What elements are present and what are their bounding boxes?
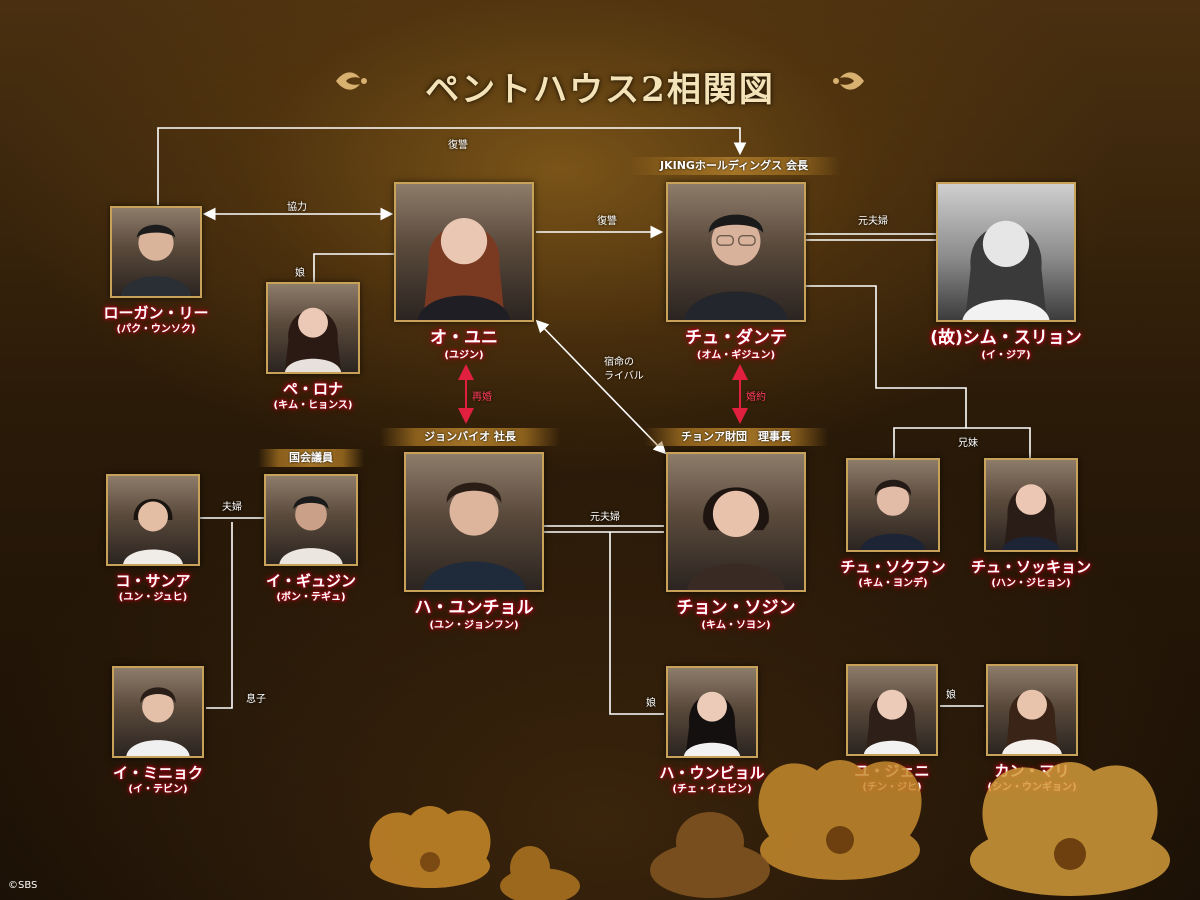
label-revenge-top: 復讐 (448, 140, 468, 151)
portrait-eunbyeol (666, 666, 758, 758)
name-rona: ペ・ロナ(キム・ヒョンス) (273, 380, 353, 411)
label-former-couple-top: 元夫婦 (858, 216, 888, 227)
portrait-yuncheol (404, 452, 544, 592)
person-silhouette-icon (863, 689, 921, 754)
banner-kokkai: 国会議員 (258, 449, 364, 467)
name-seokhun: チュ・ソクフン(キム・ヨンデ) (840, 558, 946, 589)
portrait-sojin (666, 452, 806, 592)
name-eunbyeol: ハ・ウンビョル(チェ・イェビン) (659, 764, 765, 795)
copyright: ©SBS (8, 880, 38, 891)
person-silhouette-icon (962, 220, 1050, 320)
person-silhouette-icon (1002, 484, 1060, 550)
person-silhouette-icon (417, 218, 511, 320)
portrait-yuni (394, 182, 534, 322)
label-son: 息子 (246, 694, 266, 705)
portrait-mari (986, 664, 1078, 756)
label-jenny-daughter: 娘 (946, 690, 956, 701)
person-silhouette-icon (123, 498, 183, 564)
portrait-sanga (106, 474, 200, 566)
name-gyujin: イ・ギュジン(ボン・テギュ) (265, 572, 356, 603)
person-silhouette-icon (284, 307, 342, 372)
ornament-right-icon (833, 72, 864, 90)
line-son (206, 522, 233, 709)
label-rivals: 宿命の ライバル (604, 357, 644, 382)
person-silhouette-icon (683, 691, 741, 756)
label-cooperation: 協力 (287, 202, 307, 213)
person-silhouette-icon (860, 479, 926, 550)
name-sojin: チョン・ソジン(キム・ソヨン) (676, 598, 796, 631)
name-suryeon: (故)シム・スリョン(イ・ジア) (930, 328, 1082, 361)
portrait-seokhun (846, 458, 940, 552)
portrait-seokkyung (984, 458, 1078, 552)
portrait-dante (666, 182, 806, 322)
portrait-gyujin (264, 474, 358, 566)
label-former-couple-mid: 元夫婦 (590, 512, 620, 523)
name-yuncheol: ハ・ユンチョル(ユン・ジョンフン) (414, 598, 534, 631)
name-seokkyung: チュ・ソッキョン(ハン・ジヒョン) (970, 558, 1091, 589)
name-dante: チュ・ダンテ(オム・ギジュン) (685, 328, 787, 361)
portrait-minhyuk (112, 666, 204, 758)
label-revenge-mid: 復讐 (597, 216, 617, 227)
banner-jungbio: ジョンバイオ 社長 (380, 428, 560, 446)
label-remarriage: 再婚 (472, 392, 492, 403)
portrait-logan (110, 206, 202, 298)
person-silhouette-icon (687, 487, 785, 590)
flower-decoration-icon (650, 760, 1170, 898)
label-couple: 夫婦 (222, 502, 242, 513)
label-siblings: 兄妹 (958, 438, 978, 449)
chart-title: ペントハウス2相関図 (425, 70, 775, 110)
label-eunbyeol-daughter: 娘 (646, 698, 656, 709)
portrait-jenny (846, 664, 938, 756)
person-silhouette-icon (684, 214, 788, 320)
portrait-rona (266, 282, 360, 374)
portrait-suryeon (936, 182, 1076, 322)
person-silhouette-icon (1002, 689, 1062, 754)
name-yuni: オ・ユニ(ユジン) (430, 328, 498, 361)
name-sanga: コ・サンア(ユン・ジュヒ) (115, 572, 191, 603)
banner-cheonga: チョンア財団 理事長 (644, 428, 828, 446)
label-rona-daughter: 娘 (295, 268, 305, 279)
ornament-left-icon (336, 72, 367, 90)
line-eunbyeol-daughter (609, 532, 664, 715)
name-minhyuk: イ・ミニョク(イ・テビン) (112, 764, 203, 795)
label-engagement: 婚約 (746, 392, 766, 403)
person-silhouette-icon (126, 687, 190, 756)
person-silhouette-icon (279, 496, 343, 564)
line-revenge-top (157, 127, 747, 205)
name-logan: ローガン・リー(パク・ウンソク) (103, 304, 209, 335)
flower-decoration-icon (369, 806, 580, 900)
person-silhouette-icon (422, 482, 526, 590)
person-silhouette-icon (120, 224, 192, 296)
line-rona-daughter (313, 253, 394, 282)
banner-jking: JKINGホールディングス 会長 (628, 157, 840, 175)
line-rivals (535, 319, 667, 455)
line-siblings (806, 285, 967, 428)
